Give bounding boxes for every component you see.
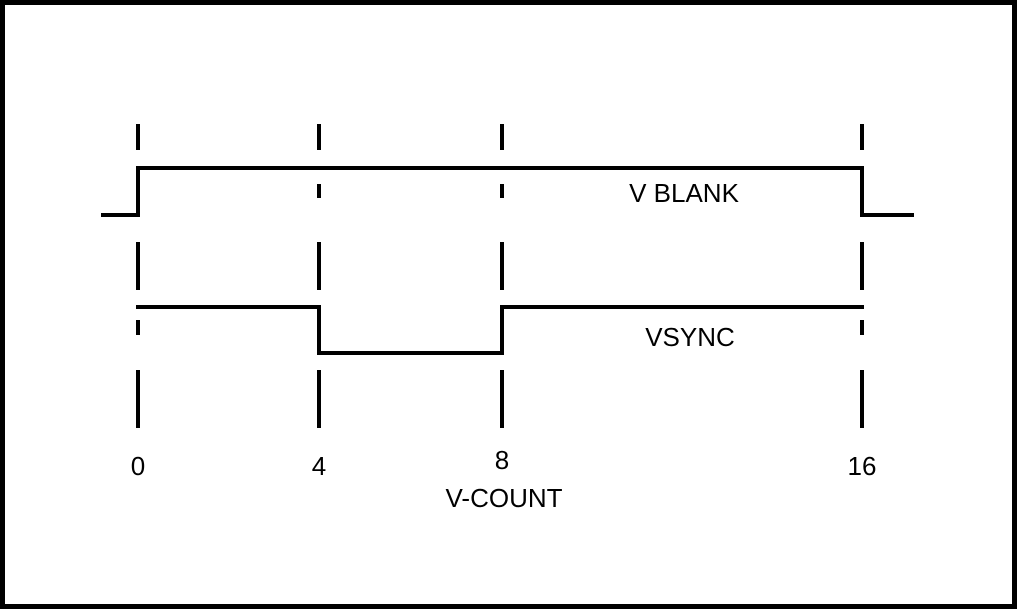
waveform-vblank bbox=[101, 166, 914, 217]
signal-waveforms bbox=[101, 166, 914, 355]
signal-label-vblank: V BLANK bbox=[629, 178, 739, 208]
tick-label-4: 4 bbox=[312, 451, 326, 481]
tick-label-16: 16 bbox=[848, 451, 877, 481]
tick-label-0: 0 bbox=[131, 451, 145, 481]
tick-labels: 0 4 8 16 bbox=[131, 445, 877, 481]
signal-label-vsync: VSYNC bbox=[645, 322, 735, 352]
waveform-vsync bbox=[136, 305, 864, 355]
axis-label-v-count: V-COUNT bbox=[446, 483, 563, 513]
tick-label-8: 8 bbox=[495, 445, 509, 475]
text-labels: V BLANK VSYNC V-COUNT bbox=[446, 178, 740, 513]
